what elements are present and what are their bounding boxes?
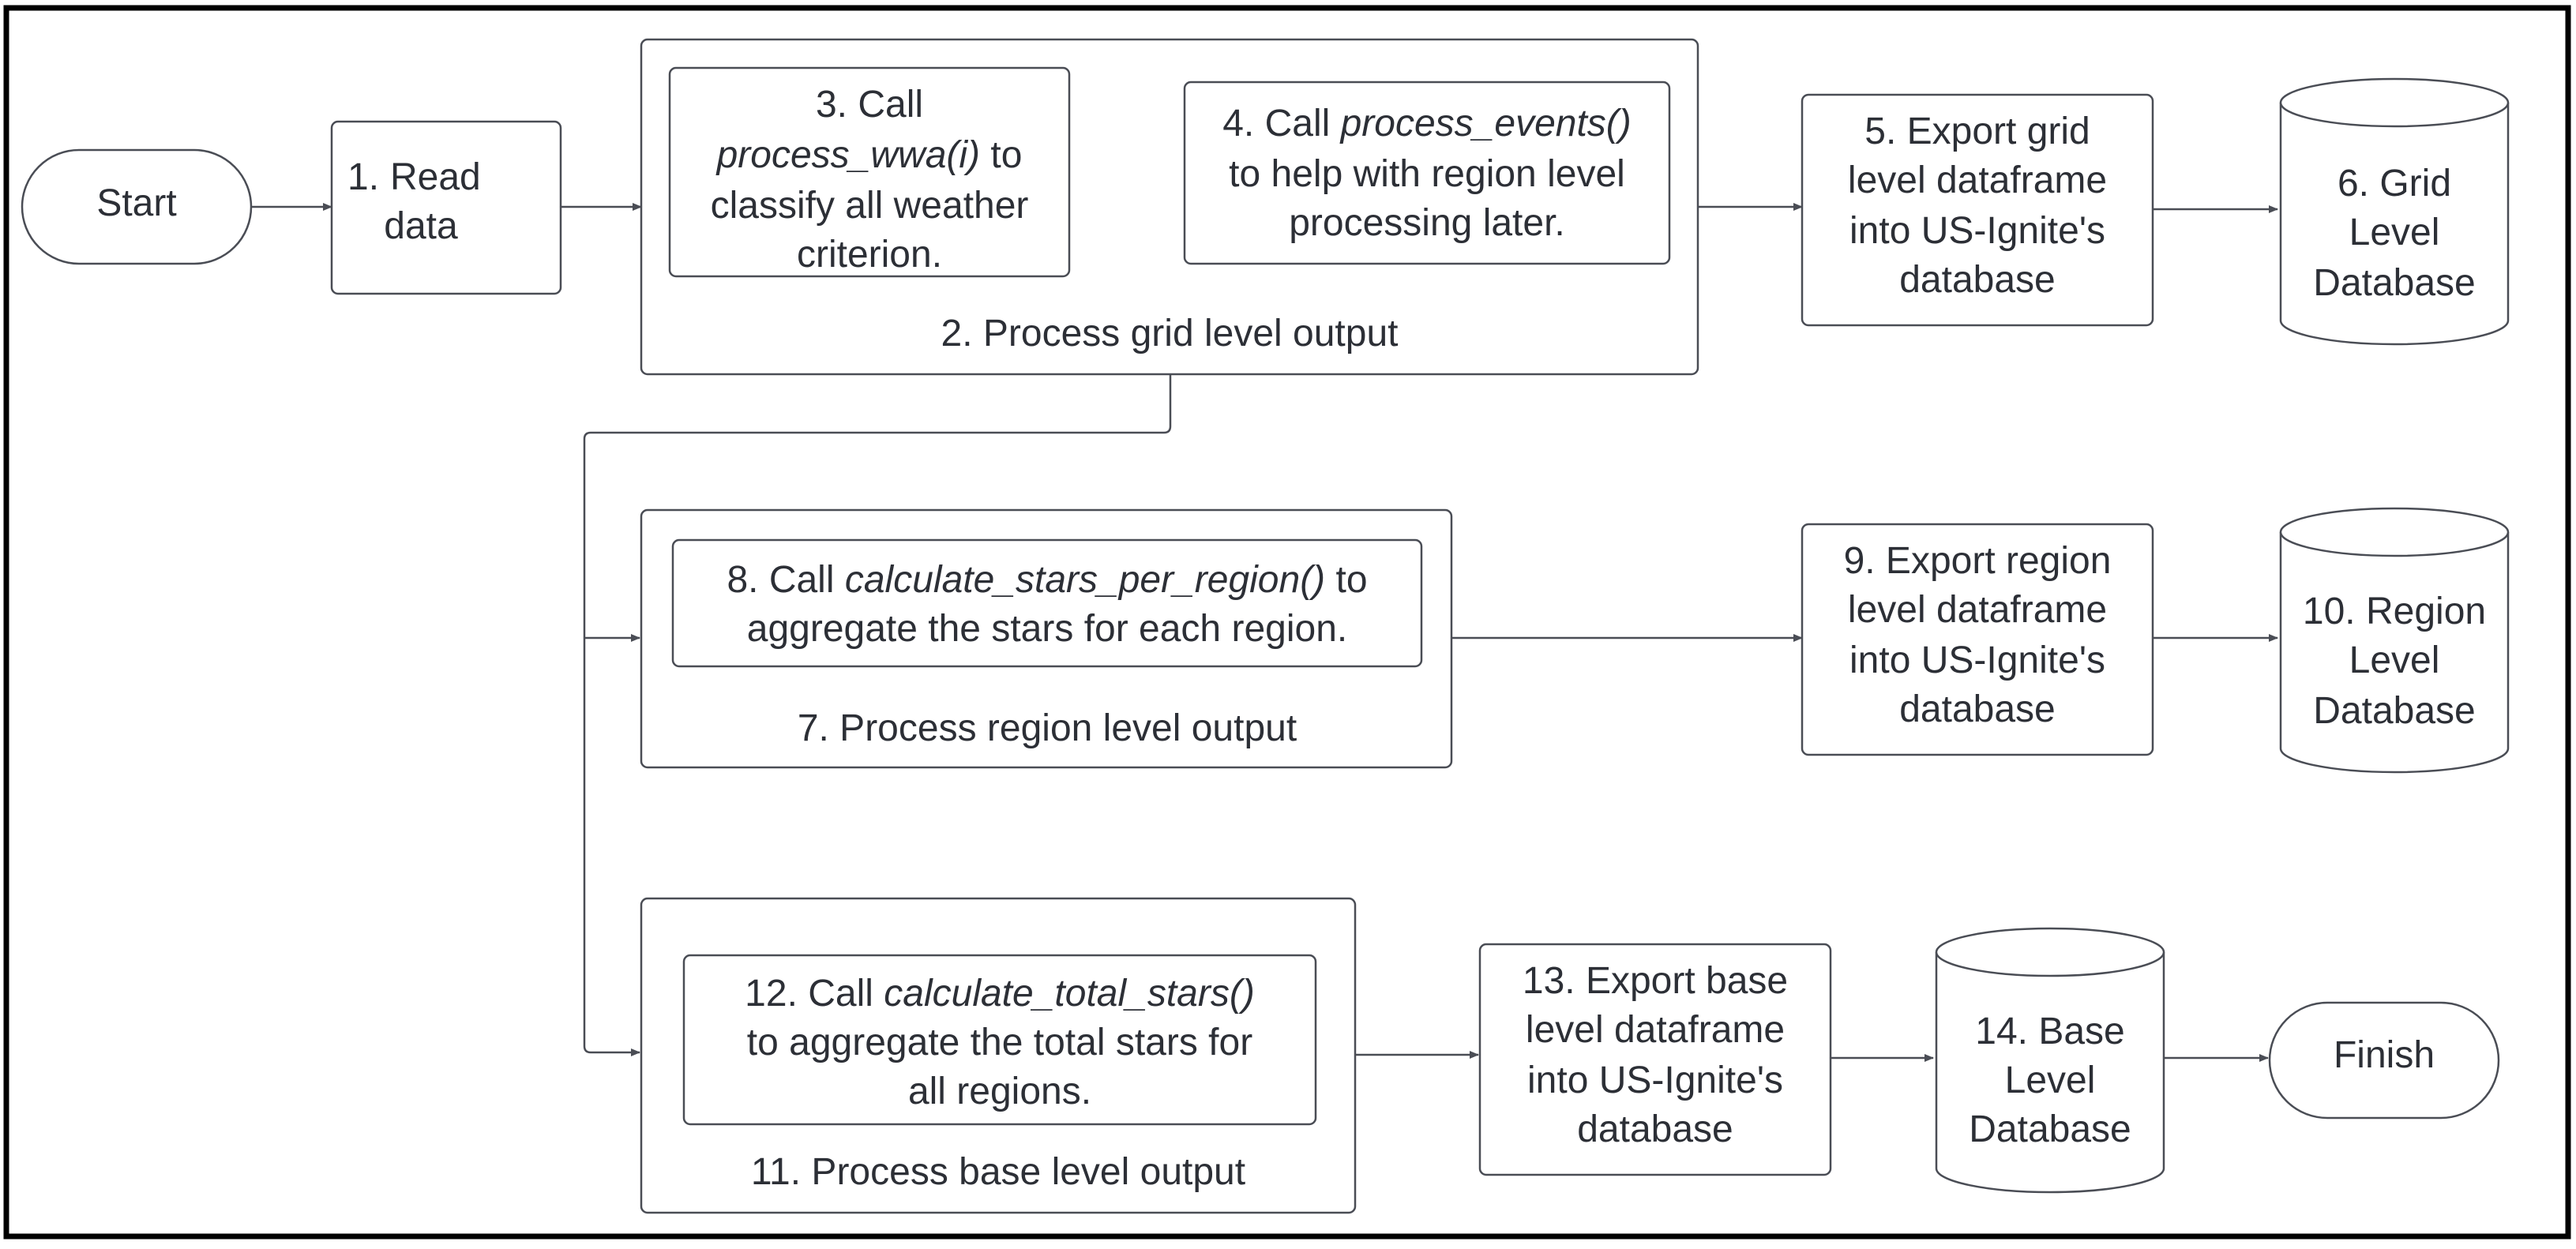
region-db-line1: 10. Region [2303,591,2486,632]
diagram-frame [3,5,2571,1240]
stars-per-region-tail: to [1325,559,1367,601]
region-db-line3: Database [2313,690,2475,732]
process-wwa-line2-tail: to [980,134,1022,176]
grid-db-top [2279,77,2510,128]
export-region-line1: 9. Export region [1844,540,2112,582]
stars-per-region-fn: calculate_stars_per_region() [845,559,1325,601]
process-wwa-fn: process_wwa(i) [715,134,980,176]
region-group-title: 7. Process region level output [798,707,1297,749]
read-data-line2: data [384,205,458,247]
grid-db-cylinder [2279,103,2510,346]
stars-per-region-head: 8. Call [727,559,844,601]
export-base-line4: database [1577,1108,1733,1150]
node-stars-per-region: 8. Call calculate_stars_per_region() to … [671,538,1423,668]
total-stars-line3: all regions. [908,1071,1091,1112]
edge-grid-group-branch [583,374,1172,1056]
grid-db-line1: 6. Grid [2338,163,2451,204]
export-base-line1: 13. Export base [1523,960,1788,1002]
node-grid-group: 3. Call process_wwa(i) to classify all w… [640,38,1699,376]
region-db-cylinder [2279,532,2510,774]
process-events-box [1183,81,1671,265]
total-stars-box [682,954,1317,1126]
process-wwa-line2: process_wwa(i) to [715,134,1023,176]
node-finish: Finish [2268,1001,2500,1120]
total-stars-fn: calculate_total_stars() [884,973,1255,1015]
node-process-events: 4. Call process_events() to help with re… [1183,81,1671,265]
export-region-line3: into US-Ignite's [1849,640,2105,681]
export-grid-line4: database [1899,259,2056,301]
region-db-line2: Level [2349,640,2440,681]
export-grid-line2: level dataframe [1848,159,2107,201]
region-db-top [2279,507,2510,557]
base-db-line2: Level [2005,1060,2096,1101]
grid-db-line3: Database [2313,262,2475,304]
read-data-box [330,120,562,295]
start-label: Start [96,182,176,224]
stars-per-region-line1: 8. Call calculate_stars_per_region() to [727,559,1367,601]
node-grid-database: 6. Grid Level Database [2279,77,2510,346]
base-db-line1: 14. Base [1975,1011,2124,1052]
process-events-line1-head: 4. Call [1222,103,1340,144]
export-grid-line1: 5. Export grid [1864,111,2090,152]
export-base-line3: into US-Ignite's [1527,1060,1783,1101]
export-base-line2: level dataframe [1526,1009,1785,1051]
stars-per-region-line2: aggregate the stars for each region. [747,608,1347,650]
process-wwa-box [668,66,1071,278]
base-group-title: 11. Process base level output [751,1151,1245,1193]
node-base-group: 12. Call calculate_total_stars() to aggr… [640,897,1357,1214]
export-grid-line3: into US-Ignite's [1849,210,2105,252]
base-db-top [1935,927,2165,977]
read-data-number: 1. [347,156,379,198]
connectors [251,168,2278,1062]
process-events-line1: 4. Call process_events() [1222,103,1632,144]
process-wwa-line4: criterion. [797,234,942,276]
node-export-base: 13. Export base level dataframe into US-… [1478,943,1832,1176]
process-events-line3: processing later. [1289,202,1565,244]
stars-per-region-box [671,538,1423,668]
node-export-grid: 5. Export grid level dataframe into US-I… [1801,93,2154,327]
read-data-line1: Read [390,156,481,198]
process-events-line2: to help with region level [1229,153,1625,195]
base-db-line3: Database [1969,1108,2131,1150]
total-stars-head: 12. Call [745,973,884,1015]
export-grid-box [1801,93,2154,327]
node-total-stars: 12. Call calculate_total_stars() to aggr… [682,954,1317,1126]
node-process-wwa: 3. Call process_wwa(i) to classify all w… [668,66,1071,278]
process-wwa-line1: 3. Call [816,84,923,126]
start-terminal [21,148,253,265]
export-region-line4: database [1899,688,2056,730]
grid-group-title: 2. Process grid level output [941,313,1399,354]
export-base-box [1478,943,1832,1176]
base-db-cylinder [1935,952,2165,1194]
grid-db-line2: Level [2349,212,2440,253]
node-region-group: 8. Call calculate_stars_per_region() to … [640,508,1453,769]
export-region-box [1801,523,2154,756]
total-stars-line2: to aggregate the total stars for [747,1022,1252,1063]
export-region-line2: level dataframe [1848,589,2107,631]
process-wwa-line3: classify all weather [711,185,1029,227]
node-base-database: 14. Base Level Database [1935,927,2165,1194]
node-start: Start [21,148,253,265]
process-events-fn: process_events() [1339,103,1632,144]
finish-label: Finish [2334,1034,2435,1076]
finish-terminal [2268,1001,2500,1120]
total-stars-line1: 12. Call calculate_total_stars() [745,973,1255,1015]
node-region-database: 10. Region Level Database [2279,507,2510,774]
node-read-data: 1. Read data [330,120,562,295]
node-export-region: 9. Export region level dataframe into US… [1801,523,2154,756]
